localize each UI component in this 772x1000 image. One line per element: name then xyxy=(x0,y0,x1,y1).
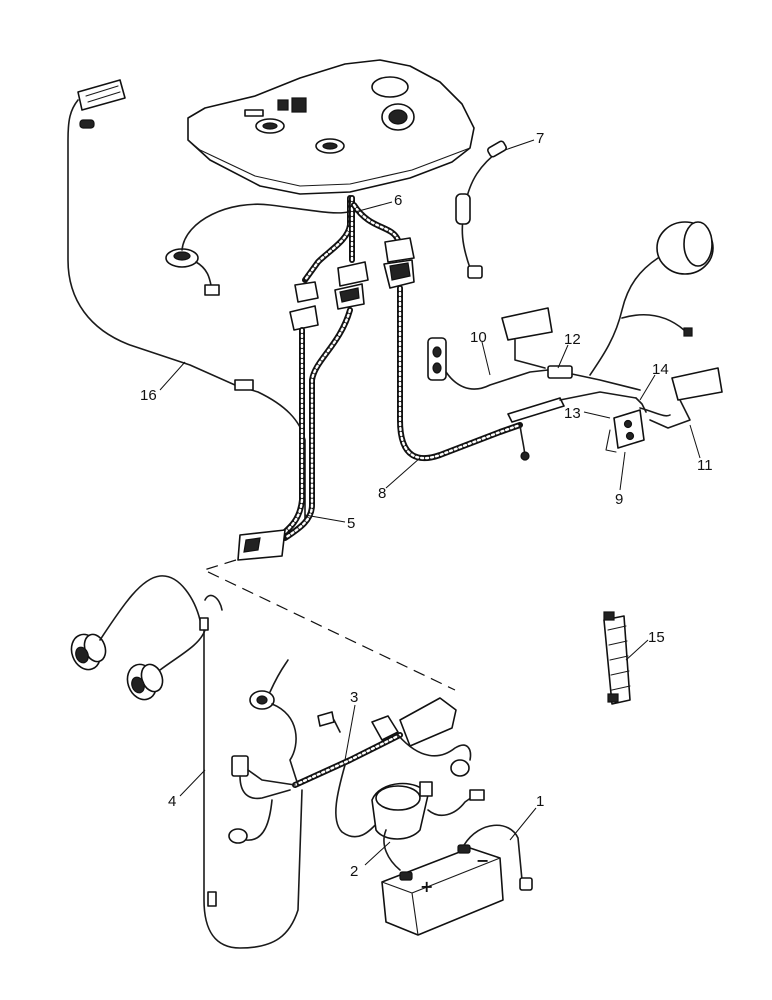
harness-3 xyxy=(228,659,472,844)
callout-14: 14 xyxy=(652,361,669,378)
right-wiring xyxy=(427,221,723,461)
leader-lines xyxy=(159,139,701,866)
lead-7 xyxy=(455,140,507,279)
dashed-link xyxy=(202,559,456,691)
wire-16-connector xyxy=(234,379,254,391)
earth-strap xyxy=(603,611,631,705)
battery: + − xyxy=(381,824,533,936)
lamps-left xyxy=(70,575,303,949)
callout-8: 8 xyxy=(378,485,386,502)
callout-2: 2 xyxy=(350,863,358,880)
sender-unit xyxy=(165,203,349,296)
callout-10: 10 xyxy=(470,329,487,346)
callout-5: 5 xyxy=(347,515,355,532)
callout-labels: 1 2 3 4 5 6 7 8 9 10 11 12 13 14 15 16 xyxy=(140,130,713,880)
indicator-strip xyxy=(77,79,126,129)
callout-13: 13 xyxy=(564,405,581,422)
callout-1: 1 xyxy=(536,793,544,810)
battery-minus-sign: − xyxy=(476,851,489,870)
main-harness xyxy=(237,195,523,561)
callout-6: 6 xyxy=(394,192,402,209)
battery-plus-sign: + xyxy=(420,877,433,896)
callout-16: 16 xyxy=(140,387,157,404)
starter-solenoid xyxy=(371,781,485,871)
callout-12: 12 xyxy=(564,331,581,348)
instrument-panel xyxy=(187,59,475,195)
callout-9: 9 xyxy=(615,491,623,508)
callout-3: 3 xyxy=(350,689,358,706)
callout-15: 15 xyxy=(648,629,665,646)
callout-7: 7 xyxy=(536,130,544,147)
callout-11: 11 xyxy=(697,457,713,474)
wire-16 xyxy=(67,99,306,521)
callout-4: 4 xyxy=(168,793,176,810)
